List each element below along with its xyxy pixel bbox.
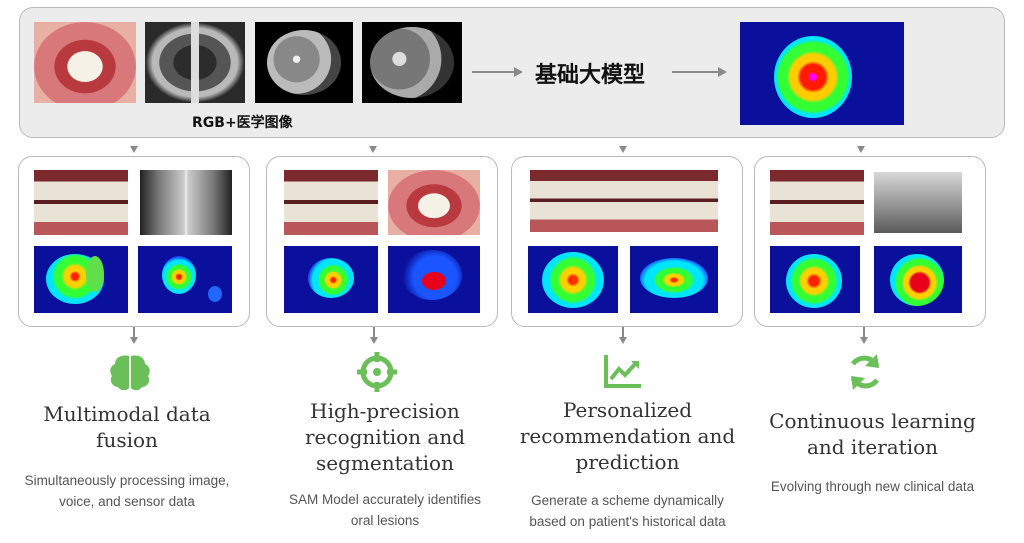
arrow-to-model <box>472 71 516 73</box>
heatmap <box>528 246 618 313</box>
oral-photo-series <box>530 170 718 232</box>
title-line: recommendation and <box>519 424 736 448</box>
refresh-sync-icon <box>850 354 880 390</box>
oral-photo <box>284 170 378 235</box>
heatmap <box>630 246 718 313</box>
column-title: High-precision recognition and segmentat… <box>260 398 510 476</box>
column-personalized: Personalized recommendation and predicti… <box>500 397 755 532</box>
brain-icon <box>110 355 150 391</box>
connector <box>133 327 135 337</box>
chest-xray-image <box>140 170 232 235</box>
heatmap <box>34 246 128 313</box>
title-line: Personalized <box>562 398 693 422</box>
title-line: and iteration <box>806 435 939 459</box>
column-description: Simultaneously processing image, voice, … <box>2 470 252 512</box>
down-arrow <box>619 146 627 153</box>
desc-line: Evolving through new clinical data <box>770 479 975 494</box>
dental-xray-image <box>874 172 962 233</box>
title-line: fusion <box>96 428 158 452</box>
foundation-model-label: 基础大模型 <box>535 63 646 88</box>
desc-line: based on patient's historical data <box>529 514 726 529</box>
desc-line: SAM Model accurately identifies <box>288 492 482 507</box>
ct-scan-image-1 <box>255 22 353 103</box>
title-line: prediction <box>575 450 680 474</box>
desc-line: oral lesions <box>350 513 420 528</box>
segmentation-map <box>388 246 480 313</box>
arrow-to-heatmap <box>672 71 720 73</box>
column-multimodal: Multimodal data fusion Simultaneously pr… <box>2 401 252 512</box>
connector <box>863 327 865 337</box>
title-line: segmentation <box>316 451 454 475</box>
trending-up-chart-icon <box>604 355 641 388</box>
column-continuous: Continuous learning and iteration Evolvi… <box>745 408 1000 497</box>
arrow-head <box>514 67 523 77</box>
heatmap <box>770 246 860 313</box>
title-line: Continuous learning <box>769 409 976 433</box>
column-description: Generate a scheme dynamically based on p… <box>500 490 755 532</box>
heatmap <box>284 246 378 313</box>
connector <box>622 327 624 337</box>
input-data-label: RGB+医学图像 <box>192 115 293 131</box>
arrow-head <box>718 67 727 77</box>
crosshair-icon <box>357 352 397 392</box>
column-title: Multimodal data fusion <box>2 401 252 453</box>
chest-xray-image <box>145 22 245 103</box>
oral-photo <box>770 170 864 235</box>
ct-scan-image-2 <box>362 22 462 103</box>
down-arrow <box>860 337 868 344</box>
column-title: Continuous learning and iteration <box>745 408 1000 460</box>
down-arrow <box>619 337 627 344</box>
oral-photo-open-mouth <box>388 170 480 235</box>
title-line: recognition and <box>304 425 466 449</box>
column-description: SAM Model accurately identifies oral les… <box>260 489 510 531</box>
down-arrow <box>369 146 377 153</box>
down-arrow <box>130 146 138 153</box>
down-arrow <box>857 146 865 153</box>
column-title: Personalized recommendation and predicti… <box>500 397 755 475</box>
title-line: Multimodal data <box>43 402 211 426</box>
title-line: High-precision <box>310 399 460 423</box>
output-heatmap <box>740 22 904 125</box>
oral-photo-open-mouth <box>34 22 136 103</box>
desc-line: Simultaneously processing image, <box>24 473 230 488</box>
connector <box>373 327 375 337</box>
segmentation-map <box>874 246 962 313</box>
oral-photo <box>34 170 128 235</box>
heatmap <box>138 246 232 313</box>
desc-line: Generate a scheme dynamically <box>531 493 724 508</box>
column-description: Evolving through new clinical data <box>745 476 1000 497</box>
down-arrow <box>130 337 138 344</box>
down-arrow <box>370 337 378 344</box>
column-segmentation: High-precision recognition and segmentat… <box>260 398 510 531</box>
desc-line: voice, and sensor data <box>59 494 195 509</box>
